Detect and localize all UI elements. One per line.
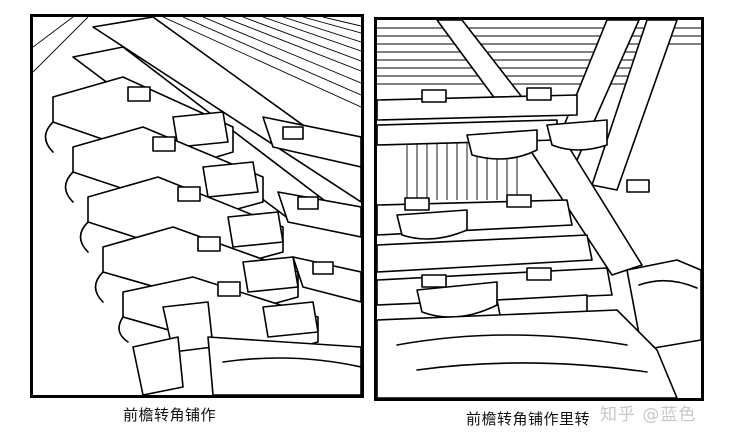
bearing-blocks bbox=[127, 86, 334, 297]
column-and-lintel bbox=[132, 301, 361, 395]
figure-right-drawing bbox=[374, 17, 704, 401]
bearing-blocks bbox=[404, 87, 650, 288]
figure-right-caption: 前檐转角铺作里转 bbox=[466, 410, 591, 428]
figure-left-drawing bbox=[30, 14, 364, 398]
watermark-text: 知乎 @蓝色 bbox=[600, 405, 697, 425]
corner-bracket-drawing bbox=[33, 17, 361, 395]
corner-bracket-interior-drawing bbox=[377, 20, 701, 398]
rafters-hatching bbox=[33, 17, 361, 108]
figure-left-caption: 前檐转角铺作 bbox=[123, 406, 217, 424]
lower-mass bbox=[377, 309, 678, 398]
bracket-arms bbox=[44, 76, 361, 358]
